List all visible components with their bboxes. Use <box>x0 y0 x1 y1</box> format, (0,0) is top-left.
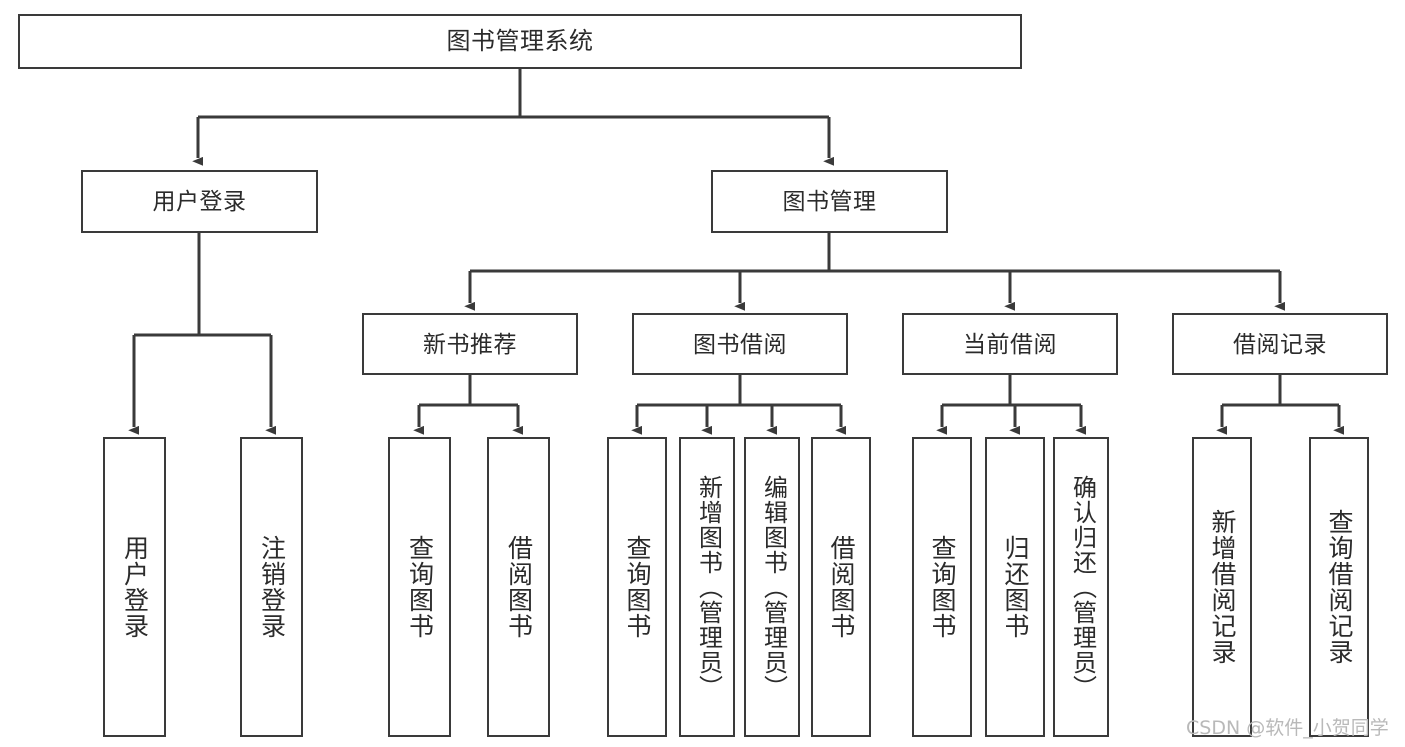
node-book-borrow[interactable]: 图书借阅 <box>632 313 848 375</box>
node-user-login[interactable]: 用户登录 <box>81 170 318 233</box>
node-leaf-query-book-rec-label: 查询图书 <box>405 535 434 639</box>
node-leaf-logout-label: 注销登录 <box>257 535 286 639</box>
node-leaf-user-login-label: 用户登录 <box>120 535 149 639</box>
node-leaf-add-record[interactable]: 新增借阅记录 <box>1192 437 1252 737</box>
node-leaf-query-book-bb[interactable]: 查询图书 <box>607 437 667 737</box>
node-leaf-query-book-bb-label: 查询图书 <box>623 535 651 639</box>
node-leaf-query-book-cb[interactable]: 查询图书 <box>912 437 972 737</box>
node-user-login-label: 用户登录 <box>152 188 247 215</box>
node-book-borrow-label: 图书借阅 <box>693 330 787 357</box>
node-leaf-query-record-label: 查询借阅记录 <box>1325 509 1353 665</box>
node-borrow-record-label: 借阅记录 <box>1233 330 1327 357</box>
node-book-manage-label: 图书管理 <box>782 188 877 215</box>
node-book-manage[interactable]: 图书管理 <box>711 170 948 233</box>
node-leaf-query-book-rec[interactable]: 查询图书 <box>388 437 451 737</box>
csdn-watermark: CSDN @软件_小贺同学 <box>1186 717 1389 739</box>
node-leaf-borrow-book-bb[interactable]: 借阅图书 <box>811 437 871 737</box>
node-new-book-recommend[interactable]: 新书推荐 <box>362 313 578 375</box>
node-leaf-query-record[interactable]: 查询借阅记录 <box>1309 437 1369 737</box>
node-leaf-borrow-book-rec-label: 借阅图书 <box>504 535 533 639</box>
node-leaf-logout[interactable]: 注销登录 <box>240 437 303 737</box>
node-root-label: 图书管理系统 <box>446 27 594 55</box>
node-leaf-borrow-book-bb-label: 借阅图书 <box>827 535 855 639</box>
node-leaf-edit-book-label: 编辑图书（管理员） <box>759 474 787 700</box>
node-leaf-user-login[interactable]: 用户登录 <box>103 437 166 737</box>
node-borrow-record[interactable]: 借阅记录 <box>1172 313 1388 375</box>
node-current-borrow-label: 当前借阅 <box>963 330 1057 357</box>
node-leaf-add-book[interactable]: 新增图书（管理员） <box>679 437 735 737</box>
node-leaf-confirm-return-label: 确认归还（管理员） <box>1068 474 1096 700</box>
node-new-book-recommend-label: 新书推荐 <box>423 330 517 357</box>
node-current-borrow[interactable]: 当前借阅 <box>902 313 1118 375</box>
node-leaf-query-book-cb-label: 查询图书 <box>928 535 956 639</box>
node-leaf-borrow-book-rec[interactable]: 借阅图书 <box>487 437 550 737</box>
node-leaf-confirm-return[interactable]: 确认归还（管理员） <box>1053 437 1109 737</box>
node-leaf-add-book-label: 新增图书（管理员） <box>694 474 722 700</box>
node-leaf-edit-book[interactable]: 编辑图书（管理员） <box>744 437 800 737</box>
node-leaf-add-record-label: 新增借阅记录 <box>1208 509 1236 665</box>
node-leaf-return-book[interactable]: 归还图书 <box>985 437 1045 737</box>
node-root[interactable]: 图书管理系统 <box>18 14 1022 69</box>
node-leaf-return-book-label: 归还图书 <box>1001 535 1029 639</box>
